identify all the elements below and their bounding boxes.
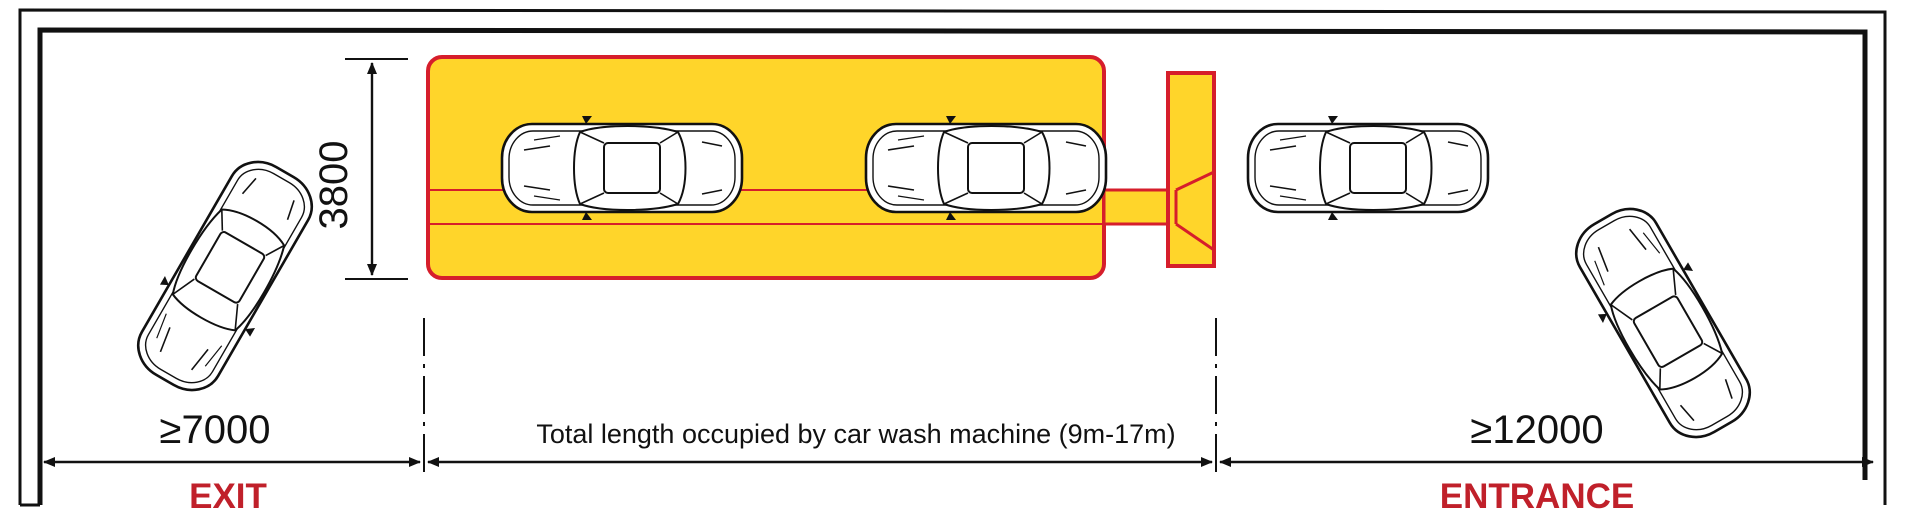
car-in-wash-bay-2 xyxy=(864,114,1108,222)
dimension-extension-lines xyxy=(423,318,1217,480)
width-dimension-label: 3800 xyxy=(312,141,356,230)
width-dimension xyxy=(345,58,408,280)
exit-dimension-label: ≥7000 xyxy=(160,408,271,452)
machine-dimension-label: Total length occupied by car wash machin… xyxy=(536,419,1175,449)
car-exiting xyxy=(118,144,332,408)
car-in-wash-bay-1 xyxy=(500,114,744,222)
wash-machine-gantry xyxy=(1102,71,1216,268)
car-waiting-entrance xyxy=(1246,114,1490,222)
building-outline xyxy=(18,8,1887,507)
entrance-label: ENTRANCE xyxy=(1440,477,1634,515)
entrance-dimension-label: ≥12000 xyxy=(1470,408,1603,452)
exit-label: EXIT xyxy=(189,477,267,515)
